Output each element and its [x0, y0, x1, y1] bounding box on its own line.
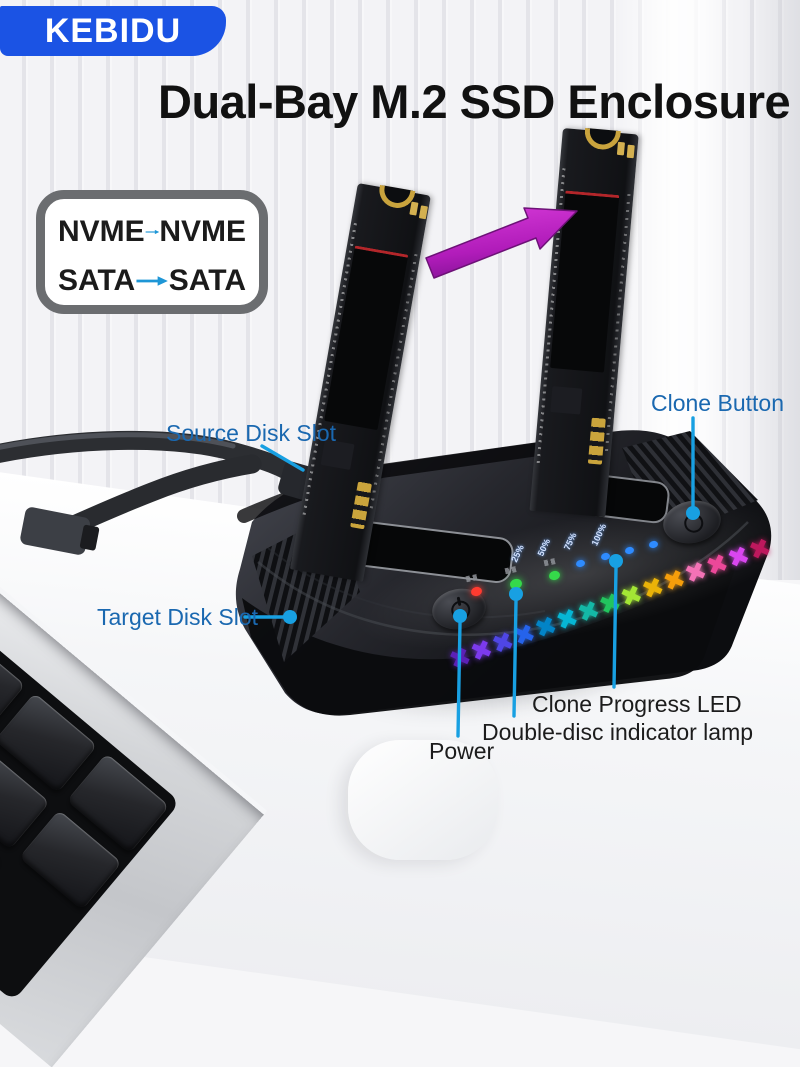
usb-cable-highlight — [0, 432, 236, 450]
ssd-gold-pad — [418, 205, 428, 220]
compatibility-box: NVME NVME SATA SATA — [36, 190, 268, 314]
callout-double-disc-indicator: Double-disc indicator lamp — [482, 719, 754, 745]
ssd-solder-pads — [587, 417, 606, 465]
wall-shade-band — [742, 0, 800, 580]
compat-target: NVME — [159, 214, 246, 248]
callout-clone-progress-led: Clone Progress LED — [532, 691, 742, 717]
compat-source: NVME — [58, 214, 145, 248]
callout-power: Power — [429, 738, 495, 764]
ssd-gold-pad — [626, 144, 635, 159]
brand-logo: KEBIDU — [0, 6, 226, 56]
compat-row-nvme: NVME NVME — [45, 215, 259, 249]
arrow-right-icon — [145, 229, 159, 234]
ssd-solder-pads — [350, 481, 372, 530]
page-title: Dual-Bay M.2 SSD Enclosure — [158, 75, 791, 128]
power-icon — [449, 599, 472, 622]
compat-target: SATA — [168, 263, 246, 297]
ssd-gold-pad — [616, 141, 625, 156]
ssd-chip — [550, 386, 583, 415]
callout-target-disk-slot: Target Disk Slot — [97, 604, 259, 630]
ssd-gold-pad — [409, 201, 419, 216]
compat-source: SATA — [58, 263, 136, 297]
ssd-notch — [583, 127, 621, 151]
compat-row-sata: SATA SATA — [45, 264, 259, 298]
callout-source-disk-slot: Source Disk Slot — [166, 420, 337, 446]
laptop-plug — [20, 507, 100, 555]
power-icon — [682, 512, 705, 535]
arrow-right-icon — [136, 275, 169, 286]
callout-clone-button: Clone Button — [651, 390, 784, 416]
